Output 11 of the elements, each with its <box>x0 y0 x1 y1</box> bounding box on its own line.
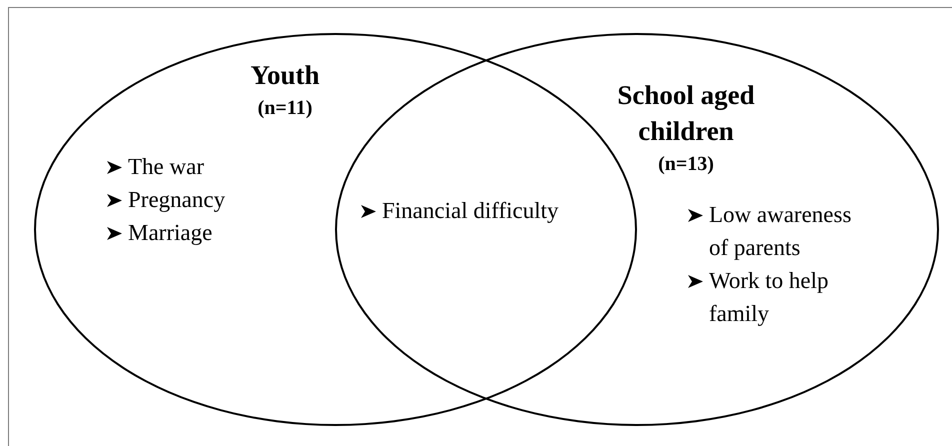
venn-ellipse <box>335 33 939 426</box>
list-item: Marriage <box>128 219 214 247</box>
list-item: The war <box>128 153 205 181</box>
sample-size: (n=11) <box>258 96 312 121</box>
group-heading: School aged children <box>616 79 756 148</box>
list-item: Low awareness of parents <box>709 201 852 262</box>
sample-size: (n=13) <box>658 152 714 177</box>
list-item: Financial difficulty <box>382 197 560 225</box>
group-heading: Youth <box>250 59 320 92</box>
list-item: Pregnancy <box>128 186 226 214</box>
list-item: Work to help family <box>709 267 830 328</box>
